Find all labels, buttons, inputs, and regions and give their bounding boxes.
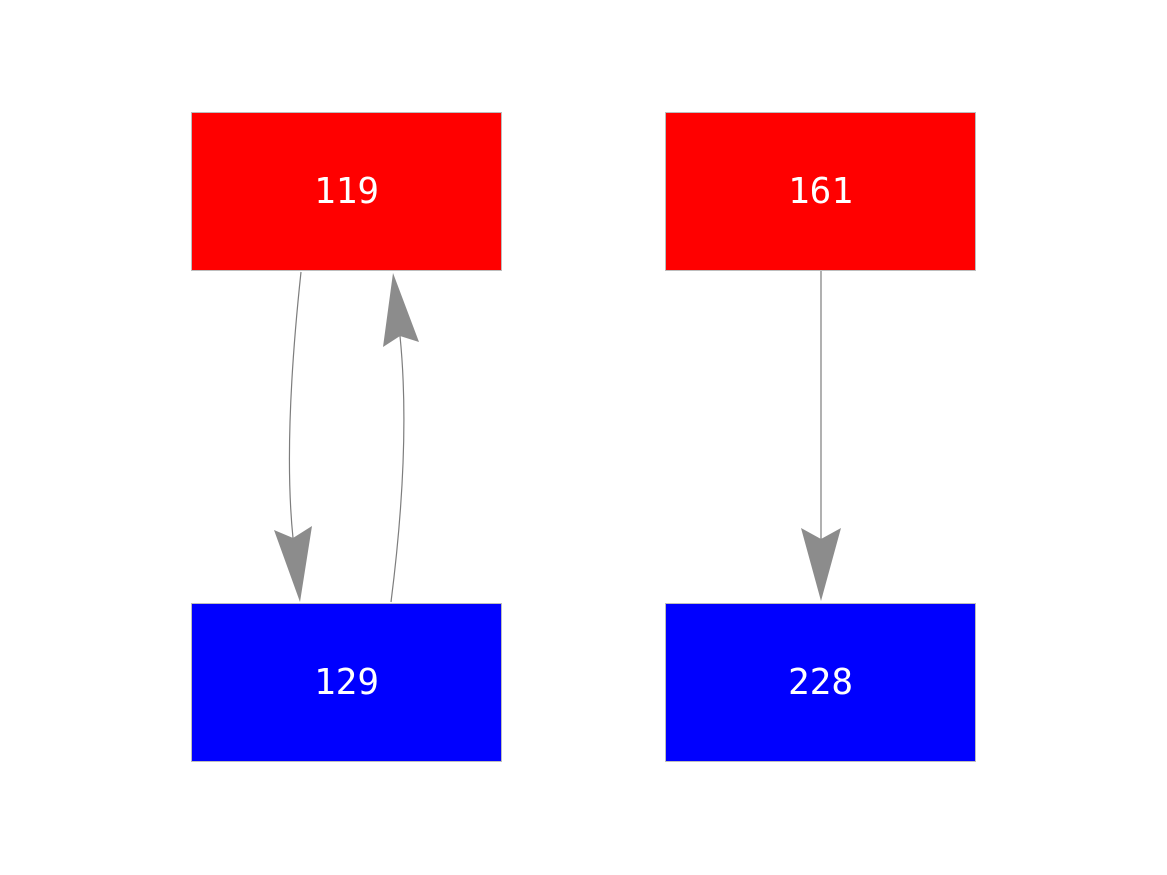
edge-119-to-129 xyxy=(274,271,312,602)
node-228: 228 xyxy=(665,603,976,762)
arrowhead-down-icon xyxy=(274,526,312,602)
edge-161-to-228 xyxy=(801,271,841,601)
node-119: 119 xyxy=(191,112,502,271)
node-129-label: 129 xyxy=(313,661,380,703)
edge-129-to-119 xyxy=(383,273,419,603)
node-161-label: 161 xyxy=(787,170,854,212)
arrowhead-up-icon xyxy=(383,273,419,347)
node-119-label: 119 xyxy=(313,170,380,212)
edge-129-to-119-line xyxy=(390,335,405,603)
node-129: 129 xyxy=(191,603,502,762)
node-228-label: 228 xyxy=(787,661,854,703)
arrowhead-down-icon xyxy=(801,528,841,601)
edge-119-to-129-line xyxy=(288,271,302,539)
node-161: 161 xyxy=(665,112,976,271)
